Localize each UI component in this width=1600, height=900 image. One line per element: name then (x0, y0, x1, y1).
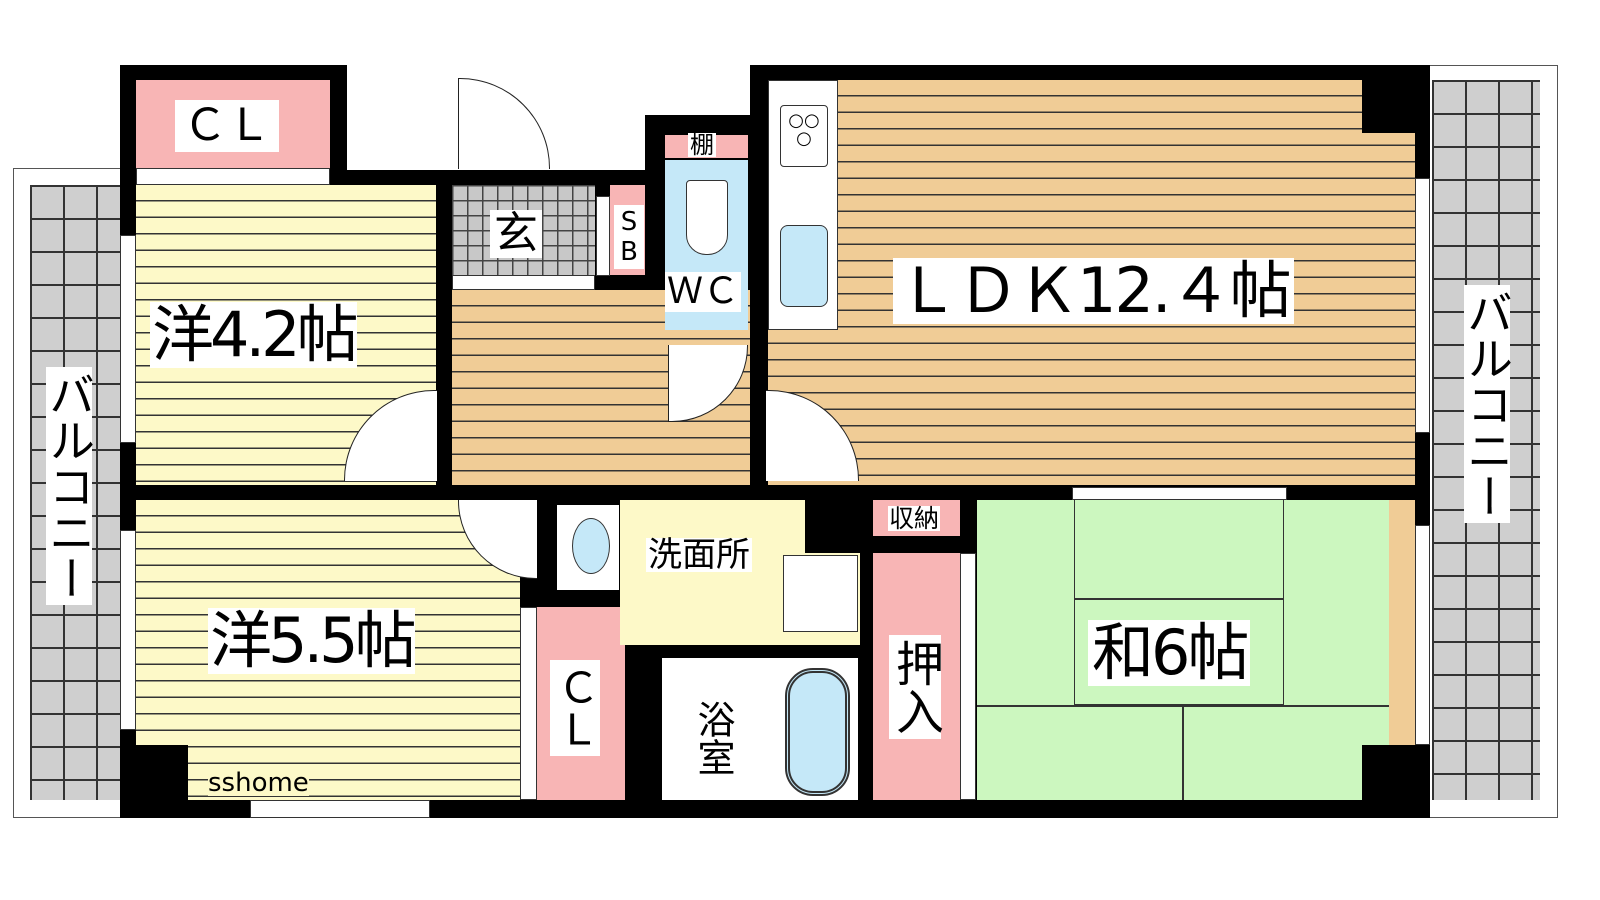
washroom-label: 洗面所 (646, 535, 752, 575)
western-room-b-pillar (120, 745, 188, 818)
stove-icon: ○○○ (780, 105, 828, 167)
window-south[interactable] (250, 800, 430, 818)
bathtub-icon (785, 668, 850, 796)
kitchen-sink-icon (780, 225, 828, 307)
oshiire-label: 押入 (887, 635, 943, 739)
window-west-b[interactable] (120, 530, 136, 730)
balcony-right-label: バルコニー (1460, 285, 1514, 523)
oshiire-doors[interactable] (960, 553, 976, 800)
shelf-label: 棚 (688, 131, 716, 159)
window-east-japanese[interactable] (1415, 525, 1430, 745)
entrance-step (452, 275, 595, 290)
ldk-label: ＬＤＫ12.４帖 (893, 258, 1294, 324)
toilet-label: ＷＣ (665, 271, 742, 312)
window-west-a[interactable] (120, 235, 136, 443)
window-north-japanese[interactable] (1072, 487, 1287, 500)
balcony-left-label: バルコニー (42, 367, 96, 605)
shoe-box-door[interactable] (596, 196, 610, 276)
closet-top-label: ＣＬ (175, 100, 279, 152)
western-room-a-label: 洋4.2帖 (150, 298, 359, 371)
balcony-left-floor (30, 185, 122, 800)
entrance-label: 玄 (490, 210, 542, 258)
window-east-ldk[interactable] (1415, 178, 1430, 433)
shoe-box-label: SB (614, 205, 644, 269)
front-door[interactable] (458, 78, 550, 169)
western-room-b-label: 洋5.5帖 (208, 604, 417, 677)
ldk-pillar (1362, 80, 1415, 133)
toilet-bowl (686, 180, 728, 255)
wall-washroom (805, 487, 873, 553)
tatami-lines (977, 500, 1389, 800)
closet-bottom-doors[interactable] (520, 607, 537, 800)
washbasin-icon (572, 518, 610, 574)
japanese-room-tokonoma (1389, 500, 1415, 745)
closet-bottom-label: ＣＬ (550, 660, 600, 756)
storage-label: 収納 (888, 504, 941, 533)
japanese-room-label: 和6帖 (1088, 620, 1251, 686)
closet-top-doors[interactable] (136, 168, 330, 185)
washing-machine-pan (783, 555, 858, 632)
japanese-room-pillar (1362, 745, 1430, 818)
bathroom-label: 浴室 (691, 700, 735, 776)
watermark: sshome (208, 768, 309, 798)
